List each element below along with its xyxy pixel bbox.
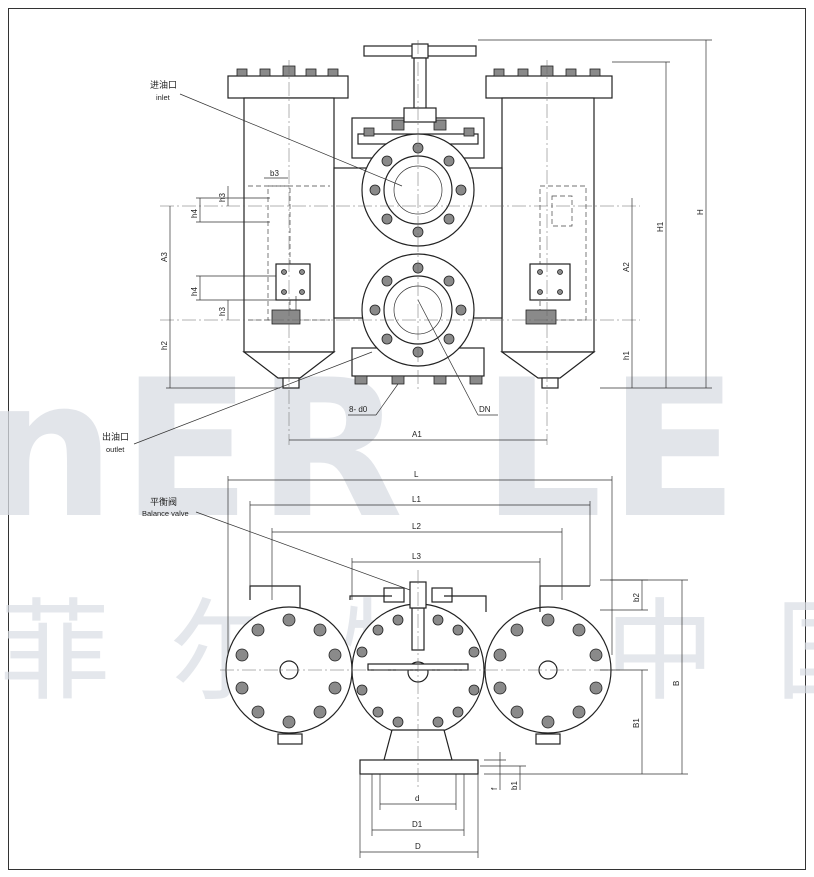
dim-b3: b3 [270, 169, 279, 178]
left-housing [227, 65, 349, 389]
dim-B: B [672, 681, 681, 686]
bottom-dimensions: L L1 L2 L3 b2 B [227, 470, 688, 858]
inlet-label-en: inlet [156, 93, 171, 102]
dim-H: H [696, 209, 705, 215]
dim-d0: 8- d0 [349, 405, 368, 414]
dim-D: D [415, 842, 421, 851]
dim-b2: b2 [632, 593, 641, 602]
dim-d: d [415, 794, 419, 803]
dim-L: L [414, 470, 419, 479]
balance-label-en: Balance valve [142, 509, 189, 518]
dim-H1: H1 [656, 221, 665, 232]
balance-label-cn: 平衡阀 [150, 496, 177, 508]
dim-h2: h2 [160, 341, 169, 350]
right-housing [485, 65, 613, 389]
dim-B1: B1 [632, 718, 641, 728]
dim-L2: L2 [412, 522, 421, 531]
dim-A3: A3 [160, 252, 169, 262]
dim-h3-upper: h3 [218, 193, 227, 202]
dim-h1: h1 [622, 351, 631, 360]
outlet-label-en: outlet [106, 445, 125, 454]
dim-D1: D1 [412, 820, 423, 829]
dim-A1: A1 [412, 430, 422, 439]
callout-balance: 平衡阀 Balance valve [142, 496, 411, 591]
dim-h4-upper: h4 [190, 209, 199, 218]
dim-DN: DN [479, 405, 491, 414]
dim-L1: L1 [412, 495, 421, 504]
dim-L3: L3 [412, 552, 421, 561]
front-elevation: H H1 A2 h1 A3 h2 h4 h3 [102, 39, 712, 454]
drawing-frame [8, 8, 806, 870]
top-dimensions: H H1 A2 h1 A3 h2 h4 h3 [160, 39, 712, 441]
dim-h4-lower: h4 [190, 287, 199, 296]
plan-view: L L1 L2 L3 b2 B [142, 470, 688, 858]
inlet-label-cn: 进油口 [150, 79, 177, 91]
outlet-label-cn: 出油口 [102, 431, 129, 443]
dim-b1: b1 [510, 781, 519, 790]
callouts-top: 进油口 inlet 出油口 outlet [102, 79, 403, 454]
dim-A2: A2 [622, 262, 631, 272]
dim-f: f [490, 787, 499, 790]
dim-h3-lower: h3 [218, 307, 227, 316]
